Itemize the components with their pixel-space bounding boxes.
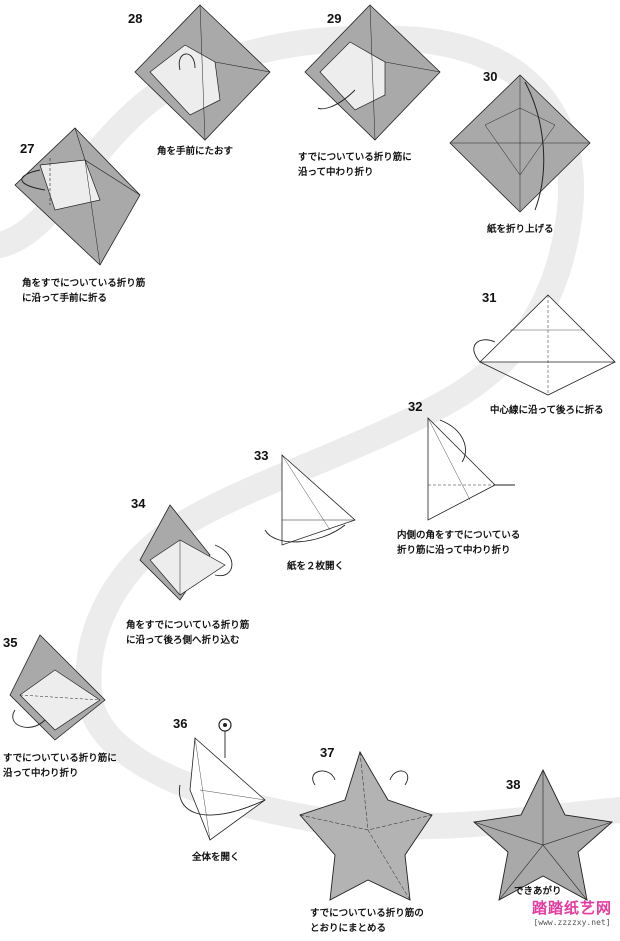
step-28-caption: 角を手前にたおす [157, 144, 233, 159]
step-35-number: 35 [3, 635, 18, 650]
step-34-caption-line1: 角をすでについている折り筋 [126, 620, 250, 631]
step-32-caption: 内側の角をすでについている 折り筋に沿って中わり折り [397, 528, 520, 558]
step-32-caption-line2: 折り筋に沿って中わり折り [397, 545, 511, 556]
step-29-caption-line1: すでについている折り筋に [298, 152, 412, 163]
step-32-caption-line1: 内側の角をすでについている [397, 530, 521, 541]
step-30-caption-line1: 紙を折り上げる [487, 224, 554, 235]
step-38-diagram [472, 768, 614, 901]
step-38-number: 38 [506, 777, 521, 792]
step-34-caption-line2: に沿って後ろ側へ折り込む [126, 635, 240, 646]
step-34-caption: 角をすでについている折り筋 に沿って後ろ側へ折り込む [126, 618, 249, 648]
step-36-caption: 全体を開く [192, 850, 240, 865]
step-27-diagram [14, 127, 141, 266]
step-30-caption: 紙を折り上げる [487, 222, 554, 237]
step-27-caption: 角をすでについている折り筋 に沿って手前に折る [22, 276, 145, 306]
step-37-diagram [299, 750, 433, 901]
step-30-number: 30 [483, 69, 498, 84]
watermark-title: 踏踏纸艺网 [531, 899, 612, 917]
step-34-diagram [139, 504, 233, 601]
step-31-number: 31 [482, 290, 497, 305]
step-35-diagram [9, 634, 106, 741]
step-36-number: 36 [173, 716, 188, 731]
step-29-number: 29 [327, 11, 342, 26]
step-38-caption-line1: できあがり [514, 886, 562, 897]
step-31-diagram [473, 294, 616, 396]
step-31-caption-line1: 中心線に沿って後ろに折る [490, 405, 604, 416]
step-28-diagram [134, 4, 271, 141]
step-31-caption: 中心線に沿って後ろに折る [490, 403, 604, 418]
step-32-diagram [427, 417, 515, 521]
step-35-caption-line2: 沿って中わり折り [3, 768, 79, 779]
step-35-caption-line1: すでについている折り筋に [3, 753, 117, 764]
step-38-caption: できあがり [514, 884, 562, 899]
step-29-diagram [304, 4, 441, 141]
step-27-number: 27 [20, 141, 35, 156]
step-37-number: 37 [320, 745, 335, 760]
step-34-number: 34 [131, 496, 146, 511]
step-27-caption-line1: 角をすでについている折り筋 [22, 278, 146, 289]
step-36-diagram [178, 718, 266, 841]
step-28-number: 28 [128, 11, 143, 26]
step-33-caption-line1: 紙を２枚開く [287, 561, 345, 572]
watermark: 踏踏纸艺网 [www.zzzzxy.net] [532, 897, 612, 927]
step-33-diagram [264, 454, 356, 546]
step-37-caption-line2: とおりにまとめる [310, 923, 387, 934]
step-37-caption-line1: すでについている折り筋の [310, 908, 424, 919]
step-29-caption: すでについている折り筋に 沿って中わり折り [298, 150, 412, 180]
step-35-caption: すでについている折り筋に 沿って中わり折り [3, 751, 117, 781]
step-33-number: 33 [254, 448, 269, 463]
step-29-caption-line2: 沿って中わり折り [298, 167, 374, 178]
step-27-caption-line2: に沿って手前に折る [22, 293, 108, 304]
step-37-caption: すでについている折り筋の とおりにまとめる [310, 906, 424, 936]
step-30-diagram [449, 74, 591, 213]
step-32-number: 32 [408, 399, 423, 414]
step-36-caption-line1: 全体を開く [192, 852, 240, 863]
step-33-caption: 紙を２枚開く [287, 559, 344, 574]
step-28-caption-line1: 角を手前にたおす [157, 146, 234, 157]
watermark-url: [www.zzzzxy.net] [533, 918, 611, 927]
